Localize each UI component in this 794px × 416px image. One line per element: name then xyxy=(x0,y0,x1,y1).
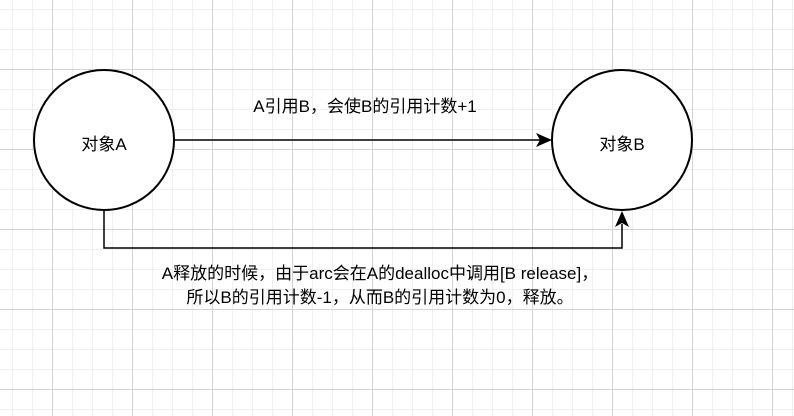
edge-top-label: A引用B，会使B的引用计数+1 xyxy=(253,97,477,116)
arrowhead-release xyxy=(615,211,629,227)
edge-a-release-b[interactable] xyxy=(103,210,623,249)
arrowhead-a-to-b xyxy=(536,133,552,147)
edge-bottom-label-line1: A释放的时候，由于arc会在A的dealloc中调用[B release]， xyxy=(161,264,599,283)
node-a-label: 对象A xyxy=(81,135,127,154)
edge-bottom-label: A释放的时候，由于arc会在A的dealloc中调用[B release]， 所… xyxy=(60,262,700,310)
node-b-label: 对象B xyxy=(599,135,645,154)
edge-bottom-label-line2: 所以B的引用计数-1，从而B的引用计数为0，释放。 xyxy=(186,288,574,307)
